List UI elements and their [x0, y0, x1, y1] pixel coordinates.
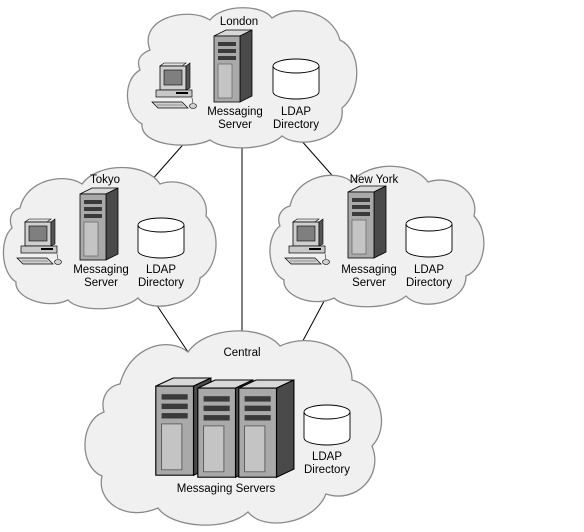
site-tokyo: Tokyo Messaging Server LDAP Directory	[2, 166, 217, 310]
site-london: London Messaging Server LDAP Directory	[126, 7, 358, 149]
site-central: Central Messaging Servers LDAP Directory	[84, 330, 383, 526]
ldap-label-line2: Directory	[406, 277, 452, 289]
server-label-line1: Messaging	[207, 106, 263, 118]
ldap-disk-icon	[272, 58, 320, 100]
server-label-line2: Server	[352, 277, 386, 289]
site-name-london: London	[220, 16, 258, 28]
ldap-label-line2: Directory	[304, 464, 350, 476]
site-name-tokyo: Tokyo	[90, 174, 120, 186]
ldap-label-line2: Directory	[138, 277, 184, 289]
ldap-disk-icon	[303, 404, 351, 446]
server-label-line2: Server	[84, 277, 118, 289]
site-name-newyork: New York	[350, 174, 399, 186]
servers-label: Messaging Servers	[177, 483, 276, 495]
ldap-label-line2: Directory	[273, 119, 319, 131]
server-label-line2: Server	[218, 119, 252, 131]
ldap-label-line1: LDAP	[414, 264, 444, 276]
ldap-label-line1: LDAP	[281, 106, 311, 118]
site-newyork: New York Messaging Server LDAP Directory	[269, 165, 485, 308]
ldap-disk-icon	[137, 217, 185, 259]
ldap-disk-icon	[405, 216, 453, 258]
server-icon	[213, 29, 253, 103]
server-icon	[238, 379, 295, 478]
server-icon	[347, 185, 387, 259]
server-label-line1: Messaging	[341, 264, 397, 276]
site-name-central: Central	[223, 347, 260, 359]
ldap-label-line1: LDAP	[146, 264, 176, 276]
ldap-label-line1: LDAP	[312, 451, 342, 463]
server-label-line1: Messaging	[73, 264, 129, 276]
server-icon	[79, 187, 119, 261]
